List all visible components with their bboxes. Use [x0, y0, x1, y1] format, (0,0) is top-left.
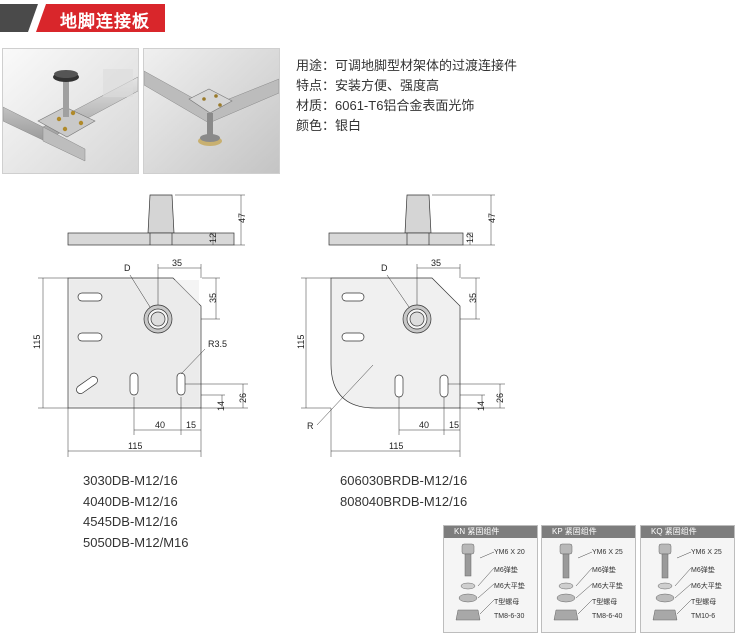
- dim-height-115: 115: [32, 335, 42, 349]
- model-list-right: 606030BRDB-M12/16 808040BRDB-M12/16: [340, 471, 467, 512]
- kit-header: KP 紧固组件: [542, 526, 635, 538]
- model-list-left: 3030DB-M12/16 4040DB-M12/16 4545DB-M12/1…: [83, 471, 189, 553]
- kit-part-label: TM8-6-40: [592, 613, 623, 620]
- page-title: 地脚连接板: [60, 12, 150, 31]
- kit-kq: KQ 紧固组件 YM6 X 25 M6弹垫 M6大平垫 T型螺母 TM10-6: [640, 525, 735, 633]
- kit-part-label: M6弹垫: [691, 567, 715, 574]
- title-banner: [0, 4, 165, 32]
- kit-part-label: TM10-6: [691, 613, 716, 620]
- desc-features: 特点：安装方便、强度高: [296, 78, 440, 93]
- fastener-icon: [652, 543, 692, 621]
- product-photo-2: [143, 48, 280, 174]
- dim-right-35: 35: [208, 293, 218, 303]
- kit-part-label: T型螺母: [494, 599, 520, 606]
- dim-height-base: 12: [208, 233, 218, 243]
- label-d: D: [124, 263, 131, 273]
- kit-part-label: T型螺母: [691, 599, 717, 606]
- kit-part-label: M6大平垫: [592, 583, 623, 590]
- model-item: 3030DB-M12/16: [83, 473, 178, 488]
- dim-top-35: 35: [172, 258, 182, 268]
- desc-usage: 用途：可调地脚型材架体的过渡连接件: [296, 58, 518, 73]
- kit-part-label: YM6 X 20: [494, 549, 525, 556]
- kit-part-label: M6弹垫: [592, 567, 616, 574]
- model-item: 4545DB-M12/16: [83, 514, 178, 529]
- kit-part-label: M6弹垫: [494, 567, 518, 574]
- label-d: D: [381, 263, 388, 273]
- model-item: 808040BRDB-M12/16: [340, 493, 468, 509]
- dim-top-35: 35: [431, 258, 441, 268]
- dim-right-35: 35: [468, 293, 478, 303]
- kit-header: KQ 紧固组件: [641, 526, 734, 538]
- product-photo-1: [2, 48, 139, 174]
- fastener-icon: [455, 543, 495, 621]
- dim-15: 15: [186, 420, 196, 430]
- dim-15: 15: [449, 420, 459, 430]
- dim-14: 14: [476, 401, 486, 411]
- kit-part-label: T型螺母: [592, 599, 618, 606]
- dim-26: 26: [495, 393, 505, 403]
- model-item: 606030BRDB-M12/16: [340, 473, 468, 488]
- model-item: 4040DB-M12/16: [83, 493, 178, 509]
- label-r3-5: R3.5: [208, 339, 227, 349]
- kit-part-label: M6大平垫: [494, 583, 525, 590]
- label-r: R: [307, 421, 314, 431]
- dim-26: 26: [238, 393, 248, 403]
- left-technical-drawing: 47 12 D 35 35 115 R3.5 26 14 40 15 115: [32, 194, 248, 457]
- desc-material: 材质：6061-T6铝合金表面光饰: [296, 98, 475, 113]
- dim-height-total: 47: [237, 213, 247, 223]
- kit-part-label: YM6 X 25: [592, 549, 623, 556]
- kit-header: KN 紧固组件: [444, 526, 537, 538]
- desc-color: 颜色：银白: [296, 118, 362, 133]
- model-item: 5050DB-M12/M16: [83, 534, 189, 550]
- dim-width-115: 115: [128, 441, 142, 451]
- dim-height-115: 115: [296, 335, 306, 349]
- dim-14: 14: [216, 401, 226, 411]
- kit-kn: KN 紧固组件 YM6 X 20 M6弹垫 M6大平垫 T型螺母 TM8-6-3…: [443, 525, 538, 633]
- dim-height-base: 12: [465, 233, 475, 243]
- dim-40: 40: [419, 420, 429, 430]
- right-technical-drawing: 47 12 D 35 35 115 R 26 14 40 15 115: [296, 194, 505, 457]
- dim-height-total: 47: [487, 213, 497, 223]
- kit-part-label: M6大平垫: [691, 583, 722, 590]
- fastener-icon: [553, 543, 593, 621]
- kit-part-label: YM6 X 25: [691, 549, 722, 556]
- kit-kp: KP 紧固组件 YM6 X 25 M6弹垫 M6大平垫 T型螺母 TM8-6-4…: [541, 525, 636, 633]
- description-block: 用途：可调地脚型材架体的过渡连接件 特点：安装方便、强度高 材质：6061-T6…: [296, 56, 517, 136]
- kit-part-label: TM8-6-30: [494, 613, 525, 620]
- dim-width-115: 115: [389, 441, 403, 451]
- dim-40: 40: [155, 420, 165, 430]
